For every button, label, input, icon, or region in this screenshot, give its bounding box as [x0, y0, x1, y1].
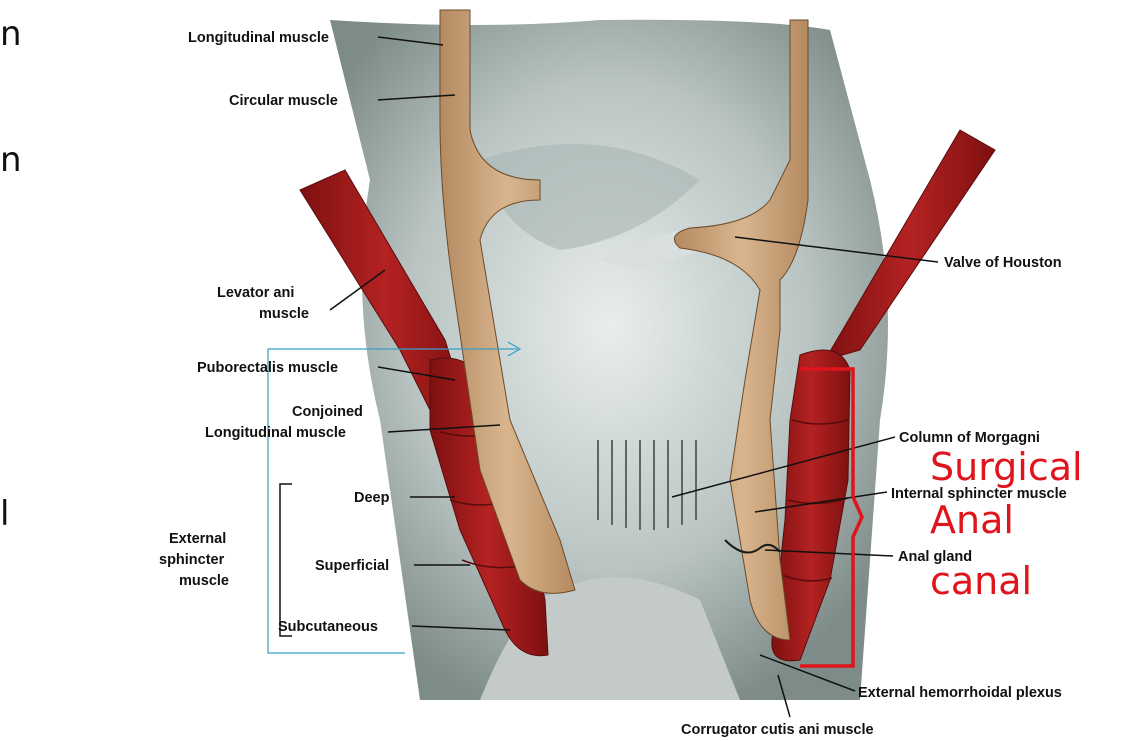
label-levator-ani-line2: muscle — [259, 306, 309, 322]
annotation-canal: canal — [930, 559, 1032, 603]
label-conjoined-line2: Longitudinal muscle — [205, 425, 346, 441]
label-valve-of-houston: Valve of Houston — [944, 255, 1062, 271]
label-external-line3: muscle — [179, 573, 229, 589]
annotation-anal: Anal — [930, 498, 1014, 542]
label-levator-ani-line1: Levator ani — [217, 285, 294, 301]
annotation-surgical: Surgical — [930, 445, 1083, 489]
label-conjoined-line1: Conjoined — [292, 404, 363, 420]
label-column-of-morgagni: Column of Morgagni — [899, 430, 1040, 446]
label-circular-muscle: Circular muscle — [229, 93, 338, 109]
label-deep: Deep — [354, 490, 390, 506]
label-puborectalis: Puborectalis muscle — [197, 360, 338, 376]
label-external-line1: External — [169, 531, 226, 547]
label-external-line2: sphincter — [159, 552, 225, 568]
external-sphincter-bracket — [280, 484, 292, 636]
label-external-hemorrhoidal: External hemorrhoidal plexus — [858, 685, 1062, 701]
label-corrugator: Corrugator cutis ani muscle — [681, 722, 874, 738]
label-longitudinal-muscle: Longitudinal muscle — [188, 30, 329, 46]
label-superficial: Superficial — [315, 558, 389, 574]
label-subcutaneous: Subcutaneous — [278, 619, 378, 635]
